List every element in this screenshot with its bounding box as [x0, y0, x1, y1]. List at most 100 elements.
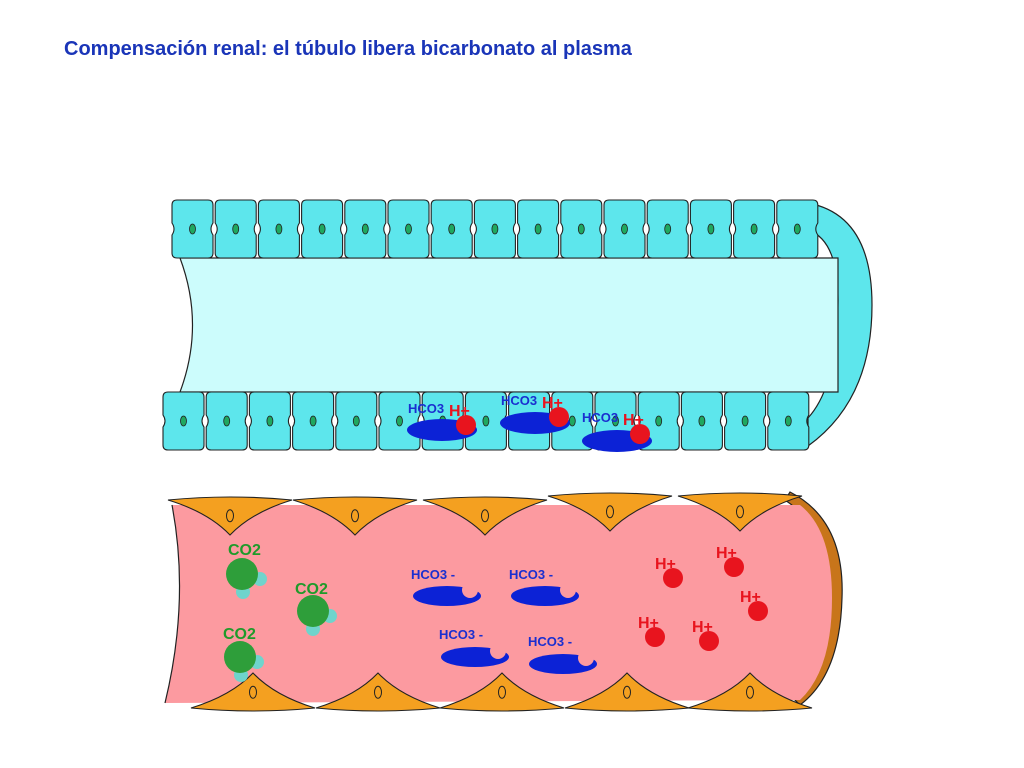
tubule-bicarbonate-label: HCO3: [582, 410, 618, 425]
plasma-proton: H+: [692, 619, 719, 651]
tubule-cell: [560, 199, 603, 259]
cell-nucleus: [309, 415, 317, 427]
cell-nucleus: [448, 223, 456, 235]
cell-nucleus: [266, 415, 274, 427]
cell-nucleus: [481, 509, 489, 523]
cell-nucleus: [577, 223, 585, 235]
tubule-proton-label: H+: [542, 395, 563, 412]
cell-nucleus: [746, 685, 754, 699]
cell-nucleus: [189, 223, 196, 235]
plasma-molecules: CO2 CO2 CO2 HCO3 - HCO3 - HCO3: [223, 542, 768, 682]
tubule-cell: [689, 199, 732, 259]
co2-molecule: CO2: [226, 542, 267, 599]
cell-nucleus: [698, 415, 706, 427]
endothelial-cell: [315, 672, 441, 712]
tubule-bicarbonate-label: HCO3: [501, 393, 537, 408]
tubule-cell: [162, 391, 205, 451]
cell-nucleus: [352, 415, 360, 427]
cell-nucleus: [784, 415, 792, 427]
tubule-top-cell-row: [171, 199, 819, 259]
endothelial-cell: [687, 672, 813, 712]
plasma-proton: H+: [716, 545, 744, 577]
plasma-proton: H+: [740, 589, 768, 621]
cell-nucleus: [606, 505, 614, 519]
tubule-cell: [257, 199, 300, 259]
plasma-proton-label: H+: [740, 589, 761, 606]
plasma-bicarbonate-ion: HCO3 -: [528, 634, 597, 674]
co2-molecule: CO2: [223, 626, 264, 682]
cell-nucleus: [396, 415, 403, 427]
co2-molecule: CO2: [295, 581, 337, 636]
tubule-cell: [603, 199, 646, 259]
renal-tubule: [162, 199, 873, 451]
cell-nucleus: [793, 223, 801, 235]
tubule-cell: [301, 199, 344, 259]
co2-label: CO2: [295, 581, 328, 598]
plasma-bicarbonate-ion: HCO3 -: [411, 567, 481, 606]
tubule-cell: [464, 391, 507, 451]
tubule-molecules: HCO3 HCO3 HCO3 H+ H+ H+: [407, 393, 652, 452]
cell-nucleus: [249, 685, 257, 699]
cell-nucleus: [621, 223, 628, 235]
tubule-cell: [171, 199, 214, 259]
plasma-proton-label: H+: [716, 545, 737, 562]
cell-nucleus: [568, 415, 576, 427]
cell-nucleus: [275, 223, 283, 235]
plasma-bicarbonate-label: HCO3 -: [528, 634, 572, 649]
endothelial-cell: [677, 492, 803, 532]
cell-nucleus: [232, 223, 240, 235]
cell-nucleus: [351, 509, 359, 523]
endothelium-top-row: [167, 492, 803, 536]
tubule-cell: [517, 199, 560, 259]
cell-nucleus: [374, 685, 382, 699]
tubule-cell: [205, 391, 248, 451]
tubule-cell: [430, 199, 473, 259]
plasma-proton-label: H+: [638, 615, 659, 632]
endothelial-cell: [292, 496, 418, 536]
cell-nucleus: [361, 223, 369, 235]
tubule-cell: [776, 199, 819, 259]
cell-nucleus: [482, 415, 490, 427]
tubule-cell: [733, 199, 776, 259]
endothelial-cell: [439, 672, 565, 712]
plasma-proton: H+: [655, 556, 683, 588]
tubule-bottom-cell-row: [162, 391, 810, 451]
cell-nucleus: [707, 223, 715, 235]
tubule-proton: H+: [542, 395, 569, 427]
cell-nucleus: [664, 223, 672, 235]
tubule-cell: [387, 199, 430, 259]
tubule-cell: [473, 199, 516, 259]
endothelial-cell: [422, 496, 548, 536]
tubule-cell: [248, 391, 291, 451]
tubule-proton-label: H+: [623, 412, 644, 429]
cell-nucleus: [736, 505, 744, 519]
vessel-outline-left: [164, 504, 181, 704]
tubule-lumen: [179, 257, 839, 393]
plasma-proton-label: H+: [692, 619, 713, 636]
endothelium-bottom-row: [190, 672, 813, 712]
cell-nucleus: [534, 223, 542, 235]
plasma-bicarbonate-label: HCO3 -: [439, 627, 483, 642]
diagram-title: Compensación renal: el túbulo libera bic…: [64, 38, 632, 60]
blood-vessel: [164, 491, 843, 712]
cell-nucleus: [498, 685, 506, 699]
tubule-cell: [724, 391, 767, 451]
tubule-cell: [292, 391, 335, 451]
endothelial-cell: [190, 672, 316, 712]
endothelial-cell: [564, 672, 690, 712]
tubule-bicarbonate-label: HCO3: [408, 401, 444, 416]
tubule-cell: [646, 199, 689, 259]
cell-nucleus: [226, 509, 234, 523]
tubule-proton-label: H+: [449, 403, 470, 420]
cell-nucleus: [623, 685, 631, 699]
plasma-bicarbonate-label: HCO3 -: [509, 567, 553, 582]
co2-label: CO2: [223, 626, 256, 643]
cell-nucleus: [405, 223, 412, 235]
cell-nucleus: [655, 415, 663, 427]
cell-nucleus: [223, 415, 231, 427]
cell-nucleus: [750, 223, 758, 235]
plasma-proton: H+: [638, 615, 665, 647]
cell-nucleus: [180, 415, 187, 427]
co2-label: CO2: [228, 542, 261, 559]
